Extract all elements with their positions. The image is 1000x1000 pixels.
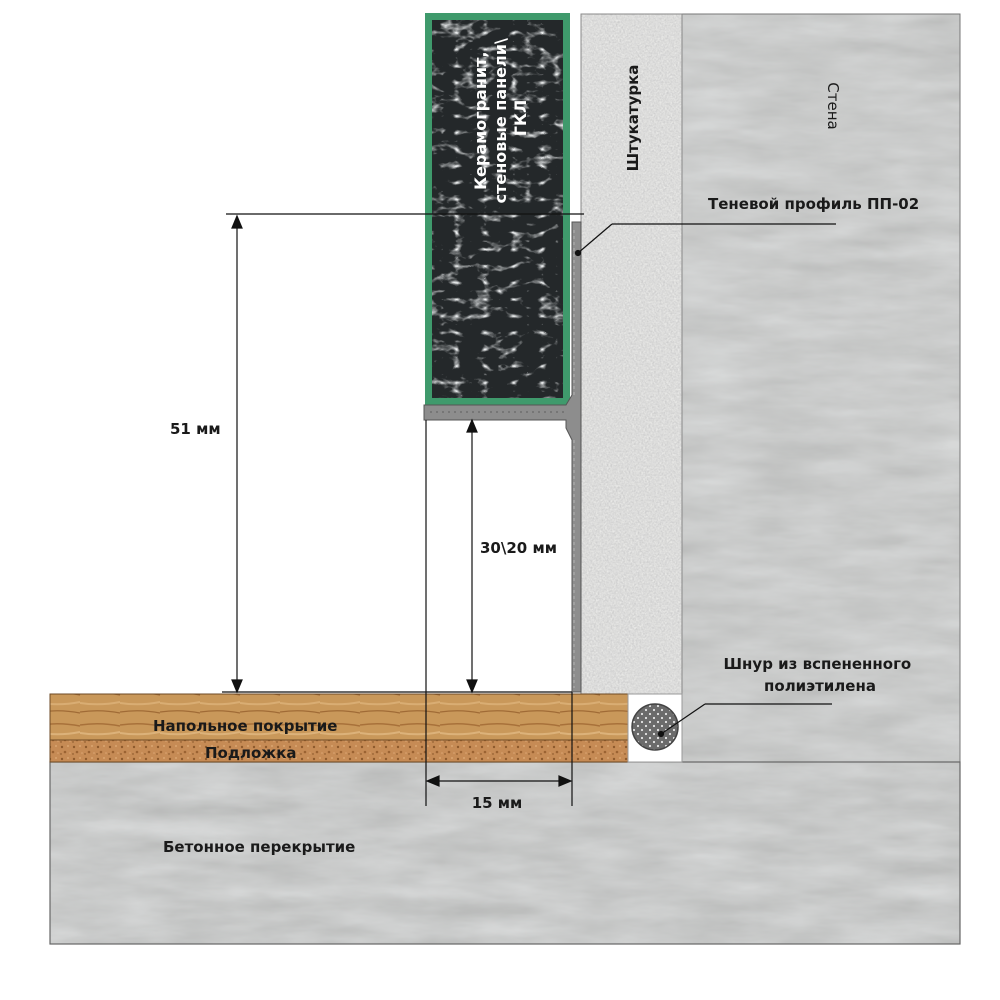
tile-panel [425,13,570,405]
underlay-layer [49,739,629,763]
dimension-total-height: 51 мм [170,420,221,438]
floor-covering-layer [49,693,629,741]
concrete-slab [49,761,961,945]
shadow-profile [423,221,582,693]
plaster-label: Штукатурка [624,65,642,172]
floor-covering-label: Напольное покрытие [153,717,337,735]
dimension-gap-width: 15 мм [472,794,523,812]
wall-block [681,13,961,763]
plaster-layer [580,13,683,695]
underlay-label: Подложка [205,744,297,762]
tile-label: Керамогранит, стеновые панели\ ГКЛ [471,33,530,204]
dimension-gap-height: 30\20 мм [480,539,557,557]
profile-label: Теневой профиль ПП-02 [708,195,919,213]
cord-label: Шнур из вспененного полиэтилена [724,655,917,695]
slab-label: Бетонное перекрытие [163,838,355,856]
wall-label: Стена [824,82,842,129]
foam-cord [627,693,683,763]
dimension-lines [222,213,836,806]
